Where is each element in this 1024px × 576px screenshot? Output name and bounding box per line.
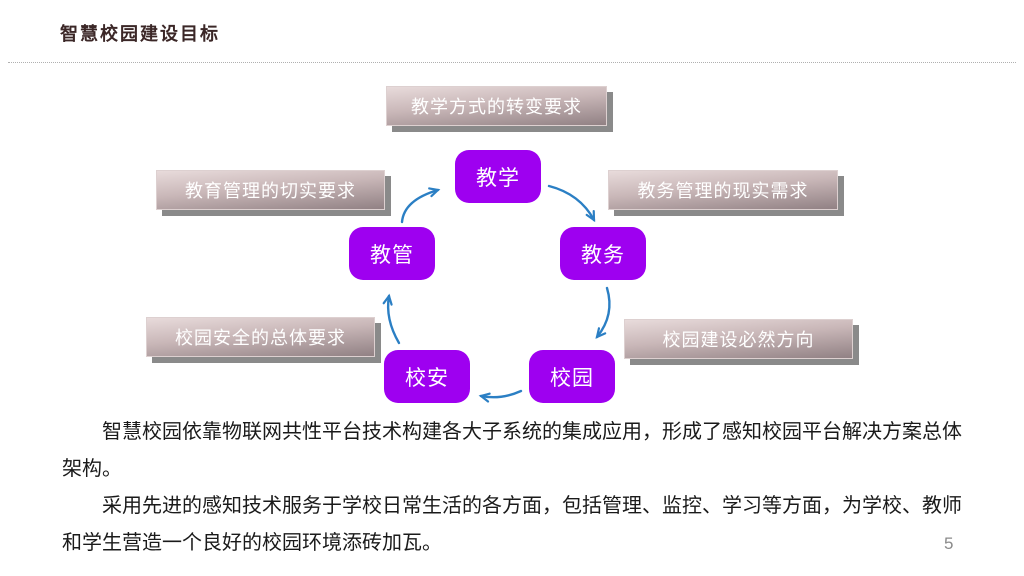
node-teaching: 教学 (455, 150, 541, 203)
callout-label: 教育管理的切实要求 (185, 181, 356, 201)
arrow-jiaowu-to-xiaoyuan (595, 286, 611, 339)
node-label: 教管 (370, 243, 414, 267)
callout-teaching-method: 教学方式的转变要求 (386, 86, 607, 126)
node-academic-affairs: 教务 (560, 227, 646, 280)
node-label: 校园 (550, 366, 594, 390)
callout-label: 教务管理的现实需求 (637, 181, 809, 201)
node-label: 教学 (476, 166, 520, 190)
node-campus: 校园 (529, 350, 615, 403)
callout-education-management: 教育管理的切实要求 (156, 170, 385, 210)
body-paragraph-1: 智慧校园依靠物联网共性平台技术构建各大子系统的集成应用，形成了感知校园平台解决方… (62, 421, 962, 480)
header-dotted-divider (8, 62, 1016, 63)
node-label: 教务 (581, 243, 625, 267)
node-label: 校安 (405, 366, 449, 390)
arrow-xiaoan-to-jiaoguan (382, 293, 401, 345)
arrow-xiaoyuan-to-xiaoan (478, 389, 523, 403)
callout-campus-safety: 校园安全的总体要求 (146, 317, 375, 357)
page-title: 智慧校园建设目标 (60, 24, 220, 44)
arrow-jiaoguan-to-jiaoxue (400, 187, 441, 224)
body-paragraph-2: 采用先进的感知技术服务于学校日常生活的各方面，包括管理、监控、学习等方面，为学校… (62, 495, 962, 554)
callout-label: 教学方式的转变要求 (411, 97, 582, 117)
page-number: 5 (944, 534, 954, 553)
node-teaching-management: 教管 (349, 227, 435, 280)
callout-academic-affairs: 教务管理的现实需求 (608, 170, 838, 210)
node-campus-safety: 校安 (384, 350, 470, 403)
body-text: 智慧校园依靠物联网共性平台技术构建各大子系统的集成应用，形成了感知校园平台解决方… (62, 414, 962, 562)
callout-campus-construction: 校园建设必然方向 (624, 319, 853, 359)
arrow-jiaoxue-to-jiaowu (547, 184, 596, 223)
callout-label: 校园建设必然方向 (662, 330, 815, 350)
callout-label: 校园安全的总体要求 (175, 328, 346, 348)
